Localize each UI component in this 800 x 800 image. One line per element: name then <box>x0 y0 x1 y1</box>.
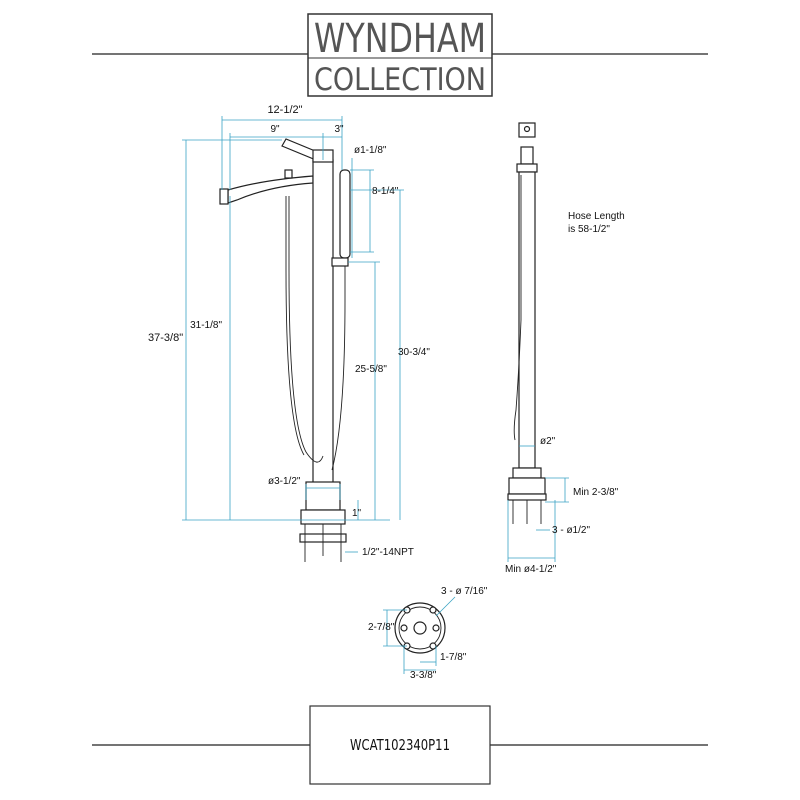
label-holder-height: 30-3/4" <box>398 347 430 358</box>
model-box <box>309 705 491 785</box>
model-number: WCAT102340P11 <box>350 736 450 754</box>
label-shower-diameter: ø1-1/8" <box>354 145 387 156</box>
label-min-width: Min ø4-1/2" <box>505 564 557 575</box>
front-view: 12-1/2" 9" 3" 37-3/8" 31-1/8" ø1-1/8" 8-… <box>148 104 430 562</box>
column-base <box>305 481 341 511</box>
label-handle-offset: 3" <box>334 124 344 135</box>
label-overall-width: 12-1/2" <box>267 104 302 116</box>
handle-screw <box>523 125 531 133</box>
mount-hole-5 <box>400 624 408 632</box>
mount-hole-4 <box>429 642 437 650</box>
spout-tip <box>219 188 229 205</box>
side-view: Hose Length is 58-1/2" ø2" Min 2-3/8" 3 … <box>505 122 625 575</box>
side-hose <box>513 175 522 441</box>
label-bottom-offset: 1-7/8" <box>440 652 467 663</box>
hand-shower-hose <box>331 258 346 471</box>
label-overall-height: 37-3/8" <box>148 332 183 344</box>
bottom-view: 3 - ø 7/16" 2-7/8" 1-7/8" 3-3/8" <box>368 586 488 681</box>
dim-hole-leader <box>435 596 456 617</box>
label-column-diameter: ø2" <box>540 436 556 447</box>
main-column <box>312 159 334 511</box>
side-base <box>512 467 542 479</box>
header: WYNDHAM COLLECTION <box>92 13 708 98</box>
label-bolt-spec: 3 - ø1/2" <box>552 525 590 536</box>
side-plate <box>507 493 547 501</box>
label-base-height: 1" <box>352 508 362 519</box>
label-hole-spec: 3 - ø 7/16" <box>441 586 488 597</box>
floor-flange <box>300 509 346 525</box>
label-shower-length: 8-1/4" <box>372 186 399 197</box>
hand-shower <box>339 169 351 259</box>
label-bottom-width: 3-3/8" <box>410 670 437 681</box>
mount-hole-2 <box>429 606 437 614</box>
label-hose-note-1: Hose Length <box>568 211 625 222</box>
side-collar <box>516 163 538 173</box>
side-flange <box>508 477 546 495</box>
label-hose-note-2: is 58-1/2" <box>568 224 610 235</box>
footer: WCAT102340P11 <box>92 705 708 785</box>
base-plate-inner <box>398 606 442 650</box>
shower-holder <box>331 257 349 267</box>
brand-box <box>307 13 493 97</box>
label-spout-height: 31-1/8" <box>190 320 222 331</box>
diverter-knob <box>284 169 293 179</box>
label-holder-floor: 25-5/8" <box>355 364 387 375</box>
label-min-height: Min 2-3/8" <box>573 487 619 498</box>
label-base-diameter: ø3-1/2" <box>268 476 301 487</box>
brand-line1: WYNDHAM <box>314 16 486 62</box>
hose-inner <box>285 196 305 456</box>
label-spout-width: 9" <box>270 124 280 135</box>
spout <box>227 175 314 204</box>
label-bottom-height: 2-7/8" <box>368 622 395 633</box>
center-hole <box>413 621 427 635</box>
brand-line2: COLLECTION <box>314 62 486 98</box>
label-thread-size: 1/2"-14NPT <box>362 547 414 558</box>
side-cap <box>520 146 534 165</box>
mount-hole-6 <box>432 624 440 632</box>
hose <box>288 196 324 463</box>
